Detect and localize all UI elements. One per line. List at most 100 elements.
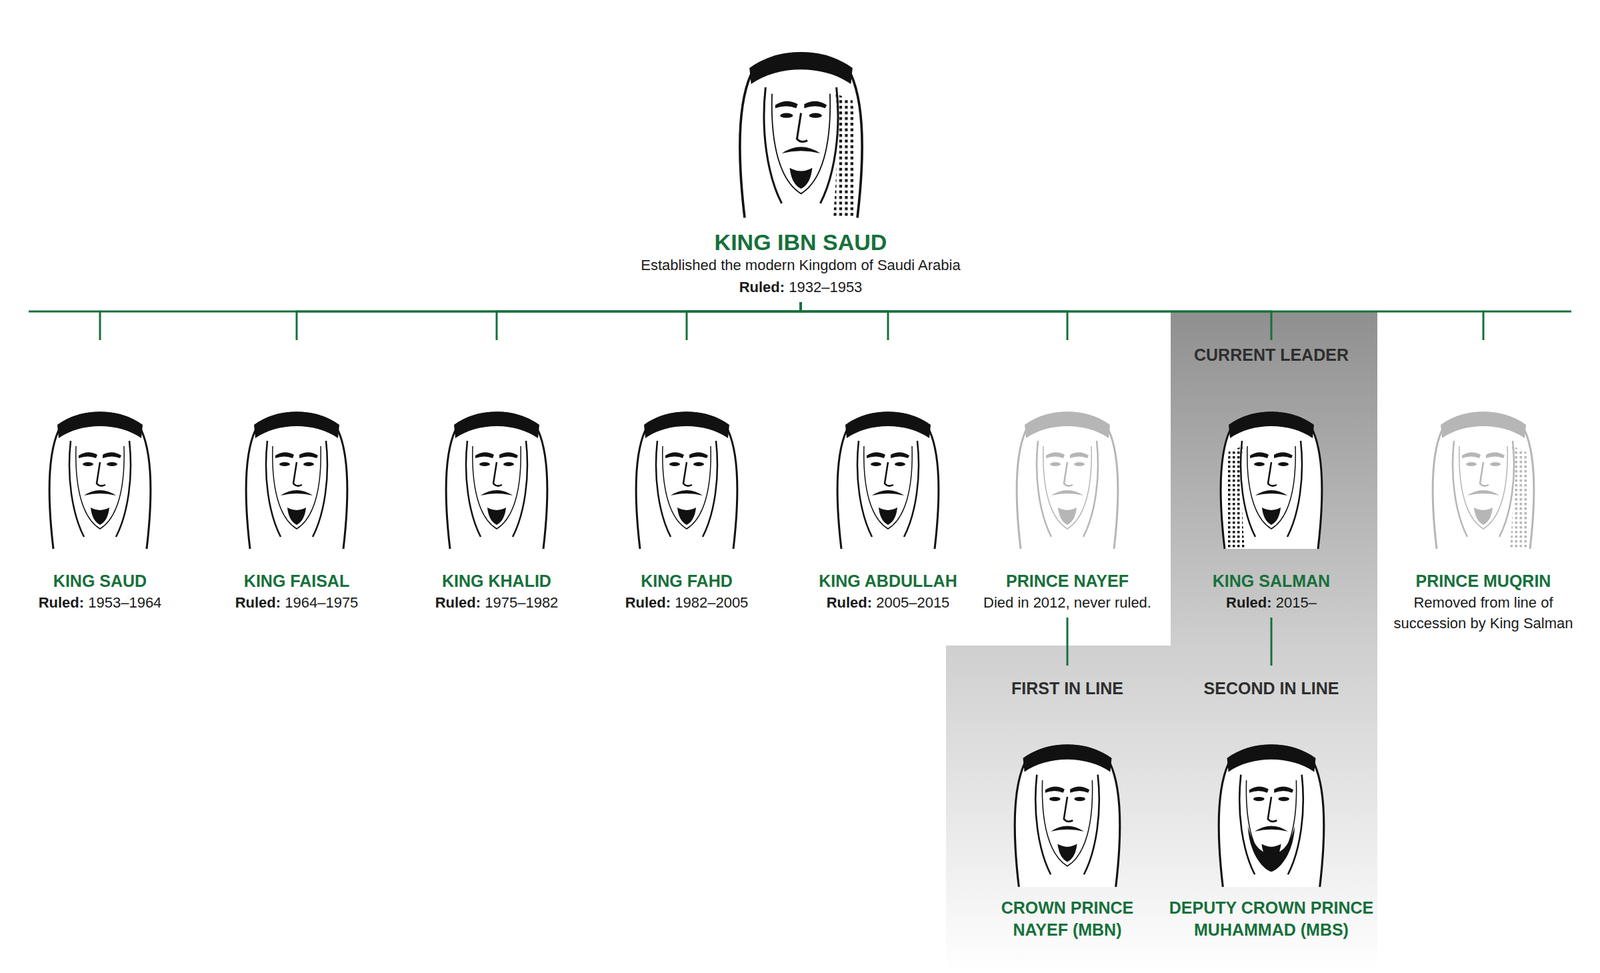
label-key: Ruled: — [826, 594, 872, 611]
person-name: KING KHALID — [442, 571, 552, 590]
text-group: KING SAUD — [53, 570, 147, 592]
portrait — [1218, 744, 1324, 887]
portrait-pattern — [833, 94, 856, 218]
person-node: KING FAISAL Ruled:1964–1975 — [213, 340, 380, 618]
person-name: KING FAHD — [640, 571, 733, 590]
text-group: KING FAHD — [640, 570, 733, 592]
tree-connector — [800, 302, 888, 340]
text-group: DEPUTY CROWN PRINCE MUHAMMAD (MBS) — [1158, 896, 1385, 940]
portrait — [1220, 412, 1322, 550]
person-note: 1932–1953 — [788, 278, 862, 296]
person-node: CURRENT LEADER KING SALMAN Ruled:2015– — [1178, 340, 1365, 618]
text-line: KING FAHD — [603, 570, 770, 592]
person-name: KING SALMAN — [1212, 571, 1330, 590]
text-group: SECOND IN LINE — [1204, 677, 1340, 700]
text-group: Ruled:2015– — [1226, 592, 1317, 614]
text-group: CURRENT LEADER — [1194, 344, 1349, 367]
person-note: 2015– — [1276, 594, 1317, 611]
text-group: Ruled:1982–2005 — [625, 592, 749, 614]
text-group: KING ABDULLAH — [818, 570, 957, 592]
label-key: Ruled: — [435, 594, 481, 611]
person-note: 1953–1964 — [88, 594, 162, 611]
text-group: FIRST IN LINE — [1011, 677, 1124, 700]
tree-connector — [800, 302, 1068, 340]
panel-upper — [1170, 311, 1378, 646]
tree-connector — [296, 302, 801, 340]
person-note: 1964–1975 — [284, 594, 358, 611]
person-name: KING FAISAL — [244, 571, 350, 590]
text-line: DEPUTY CROWN PRINCE MUHAMMAD (MBS) — [1158, 896, 1385, 940]
text-group: Ruled:2005–2015 — [826, 592, 950, 614]
tree-connector — [686, 302, 801, 340]
text-line: CURRENT LEADER — [1178, 344, 1365, 367]
person-node: KING ABDULLAH Ruled:2005–2015 — [804, 340, 972, 618]
text-line: Died in 2012, never ruled. — [977, 592, 1158, 614]
text-group: Ruled:1932–1953 — [739, 277, 863, 298]
portrait-detail — [833, 94, 856, 218]
text-line: Ruled:1932–1953 — [567, 277, 1034, 298]
text-line: KING SALMAN — [1178, 570, 1365, 592]
portrait-detail — [1510, 446, 1529, 549]
label-key: Ruled: — [625, 594, 671, 611]
text-group: Ruled:1953–1964 — [38, 592, 162, 614]
text-group: KING FAISAL — [244, 570, 350, 592]
text-line: KING SAUD — [16, 570, 184, 592]
text-line: SECOND IN LINE — [1158, 677, 1385, 700]
person-name: PRINCE NAYEF — [1006, 571, 1129, 590]
person-note: Removed from line of succession by King … — [1393, 594, 1573, 632]
person-node: KING SAUD Ruled:1953–1964 — [16, 340, 184, 618]
faded-portrait — [1432, 412, 1534, 550]
person-node: KING KHALID Ruled:1975–1982 — [413, 340, 580, 618]
person-name: PRINCE MUQRIN — [1416, 571, 1552, 590]
bar-extension — [28, 310, 101, 313]
tree-connector — [496, 302, 801, 340]
tree-connector — [800, 302, 1484, 340]
text-group: PRINCE MUQRIN — [1416, 570, 1552, 592]
text-line: Ruled:2005–2015 — [804, 592, 972, 614]
status-heading: FIRST IN LINE — [1011, 678, 1124, 698]
person-node: PRINCE NAYEF Died in 2012, never ruled. — [977, 340, 1158, 618]
text-group: Removed from line of succession by King … — [1383, 592, 1584, 634]
text-line: PRINCE NAYEF — [977, 570, 1158, 592]
text-line: Ruled:1953–1964 — [16, 592, 184, 614]
person-node: FIRST IN LINE CROWN PRINCE NAYEF (MBN) — [984, 665, 1151, 944]
portrait — [740, 52, 862, 218]
faded-portrait — [1016, 412, 1118, 550]
portrait — [49, 412, 151, 550]
status-heading: CURRENT LEADER — [1194, 345, 1349, 364]
person-note: Established the modern Kingdom of Saudi … — [640, 256, 960, 274]
portrait — [636, 412, 738, 550]
person-node: KING IBN SAUDEstablished the modern King… — [567, 5, 1034, 302]
text-line: KING FAISAL — [213, 570, 380, 592]
text-line: KING IBN SAUD — [567, 228, 1034, 257]
portrait — [1432, 412, 1534, 550]
portrait-beard — [1248, 826, 1296, 872]
text-line: Ruled:1964–1975 — [213, 592, 380, 614]
person-name: CROWN PRINCE NAYEF (MBN) — [1001, 898, 1134, 939]
label-key: Ruled: — [235, 594, 281, 611]
text-line: FIRST IN LINE — [984, 677, 1151, 700]
text-line: Established the modern Kingdom of Saudi … — [567, 255, 1034, 276]
person-name: KING SAUD — [53, 571, 147, 590]
portrait — [446, 412, 548, 550]
text-group: KING IBN SAUD — [714, 228, 888, 257]
bar-extension — [1482, 310, 1572, 313]
person-name: KING ABDULLAH — [818, 571, 957, 590]
text-line: KING ABDULLAH — [804, 570, 972, 592]
person-note: 2005–2015 — [876, 594, 950, 611]
text-group: Died in 2012, never ruled. — [983, 592, 1152, 614]
person-name: DEPUTY CROWN PRINCE MUHAMMAD (MBS) — [1169, 898, 1374, 939]
text-line: Ruled:2015– — [1178, 592, 1365, 614]
portrait-pattern — [1510, 446, 1529, 549]
label-key: Ruled: — [1226, 594, 1272, 611]
tree-connector — [100, 302, 801, 340]
portrait-pattern — [1226, 446, 1246, 549]
text-group: Ruled:1964–1975 — [235, 592, 359, 614]
text-group: PRINCE NAYEF — [1006, 570, 1129, 592]
label-key: Ruled: — [38, 594, 84, 611]
text-group: KING SALMAN — [1212, 570, 1330, 592]
person-node: KING FAHD Ruled:1982–2005 — [603, 340, 770, 618]
person-note: 1975–1982 — [484, 594, 558, 611]
portrait — [837, 412, 939, 550]
